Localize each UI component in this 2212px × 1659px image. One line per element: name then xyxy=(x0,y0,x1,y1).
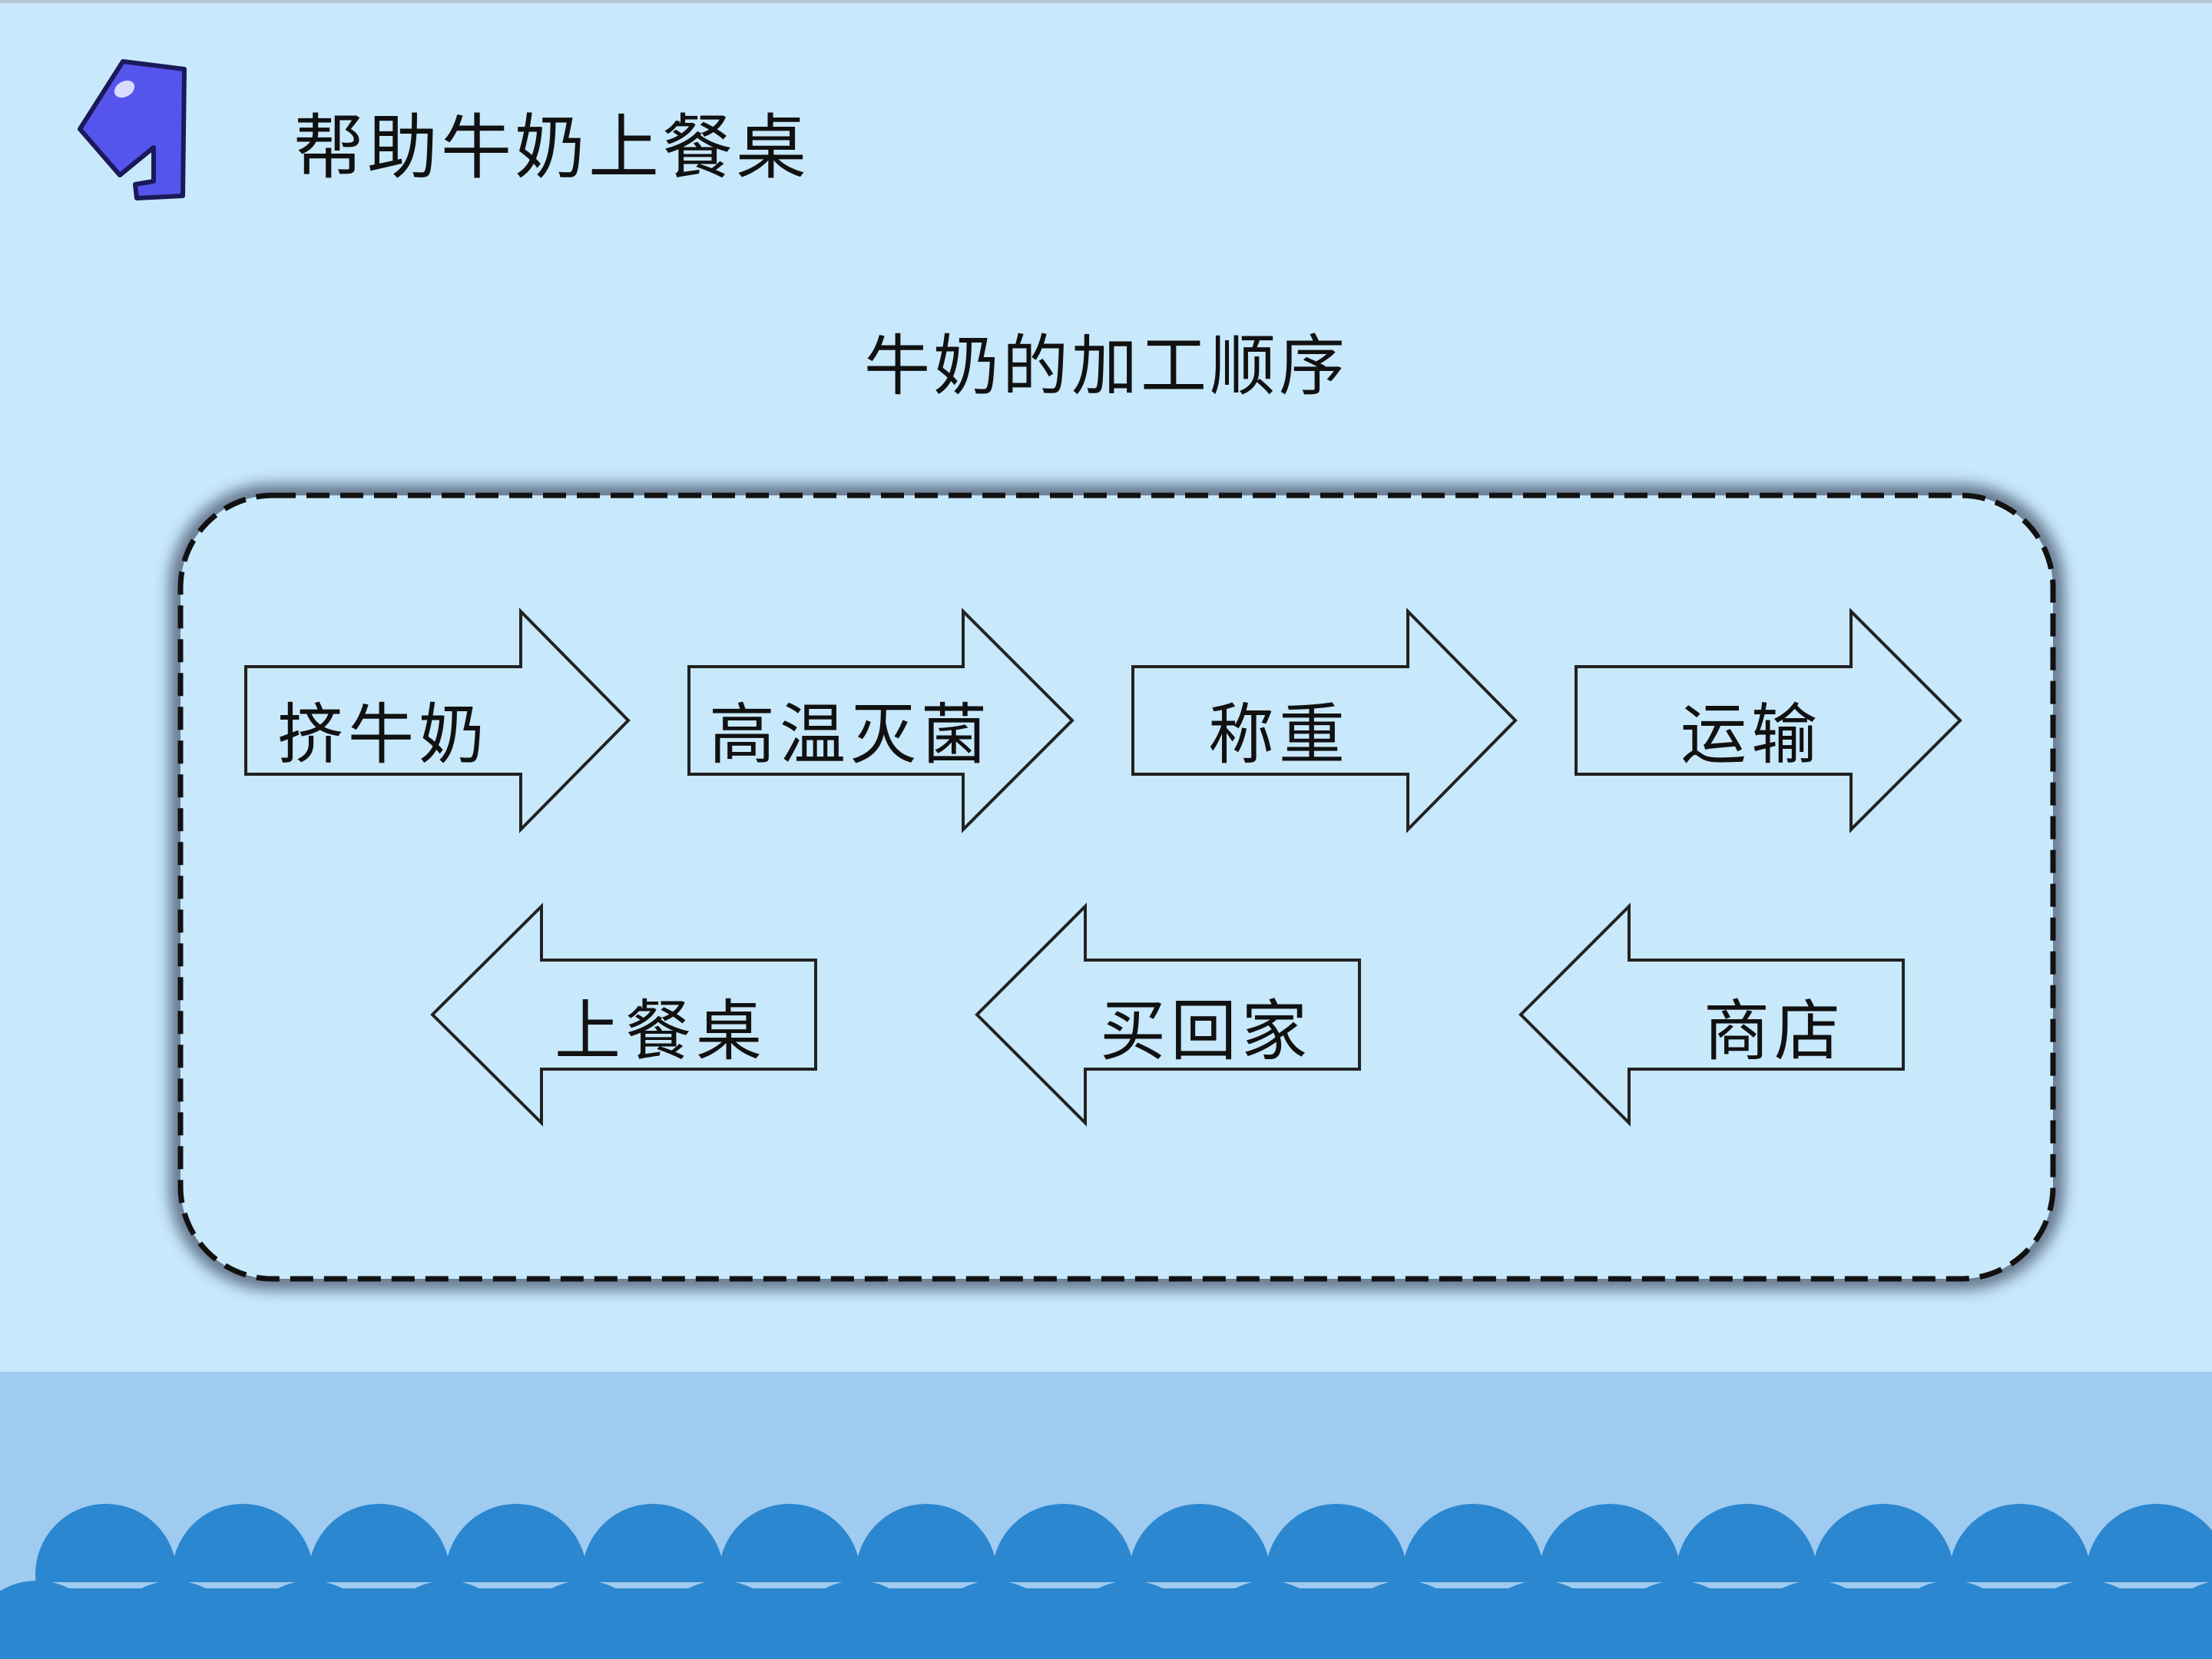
process-frame xyxy=(169,484,2065,1290)
wave-scallop xyxy=(103,1581,244,1659)
wave-scallop xyxy=(1197,1581,1338,1659)
arrow-step-2 xyxy=(687,608,1075,833)
top-border xyxy=(0,0,2212,3)
wave-scallop xyxy=(1743,1581,1885,1659)
step-label-3: 称重 xyxy=(1208,697,1349,773)
slide-subtitle: 牛奶的加工顺序 xyxy=(864,328,1348,405)
wave-scallop xyxy=(1607,1581,1748,1659)
wave-scallop xyxy=(2154,1581,2212,1659)
step-label-2: 高温灭菌 xyxy=(709,697,992,773)
wave-scallop xyxy=(240,1581,381,1659)
wave-scallop xyxy=(0,1581,108,1659)
arrow-step-6 xyxy=(975,902,1361,1127)
step-label-4: 运输 xyxy=(1681,697,1822,773)
wave-scallop xyxy=(923,1581,1065,1659)
wave-scallop xyxy=(513,1581,654,1659)
wave-scallop xyxy=(1333,1581,1475,1659)
number-seven-icon xyxy=(78,59,187,200)
arrow-step-4 xyxy=(1575,608,1962,833)
wave-scallop xyxy=(376,1581,518,1659)
step-label-6: 买回家 xyxy=(1100,993,1312,1070)
step-label-7: 上餐桌 xyxy=(555,993,767,1070)
wave-scallop xyxy=(2017,1581,2158,1659)
arrow-step-1 xyxy=(244,608,631,833)
wave-pattern xyxy=(0,1504,2212,1659)
step-label-5: 商店 xyxy=(1704,993,1845,1070)
wave-scallop xyxy=(786,1581,928,1659)
wave-scallop xyxy=(1060,1581,1201,1659)
wave-scallop xyxy=(1880,1581,2022,1659)
arrow-step-3 xyxy=(1131,608,1518,833)
arrow-step-7 xyxy=(430,902,817,1127)
wave-scallop xyxy=(650,1581,791,1659)
arrow-step-5 xyxy=(1518,902,1905,1127)
step-label-1: 挤牛奶 xyxy=(277,697,489,773)
slide-title: 帮助牛奶上餐桌 xyxy=(293,107,810,189)
wave-scallop xyxy=(1470,1581,1611,1659)
